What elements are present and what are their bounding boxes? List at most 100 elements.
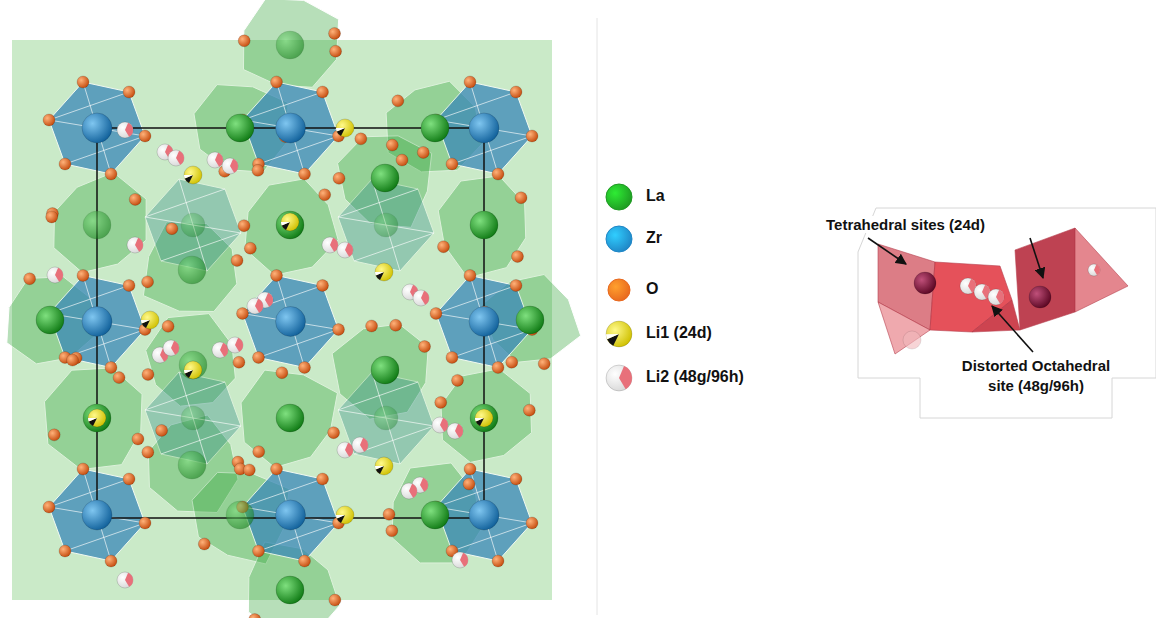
atom-body bbox=[88, 409, 106, 427]
li2-atom bbox=[606, 365, 632, 391]
atom-body bbox=[960, 278, 976, 294]
o-atom bbox=[464, 76, 476, 88]
callout-label: Tetrahedral sites (24d) bbox=[826, 215, 985, 235]
li2-atom bbox=[247, 298, 263, 314]
zr-octahedron bbox=[145, 372, 241, 464]
atom-body bbox=[127, 237, 143, 253]
o-atom bbox=[244, 242, 256, 254]
o-atom bbox=[526, 517, 538, 529]
zr-octahedron bbox=[338, 179, 434, 271]
li1-atom bbox=[375, 263, 393, 281]
site-inset bbox=[858, 208, 1156, 418]
li1-atom bbox=[184, 166, 202, 184]
la-atom bbox=[36, 306, 64, 334]
o-atom bbox=[139, 130, 151, 142]
o-atom bbox=[333, 324, 345, 336]
zr-atom bbox=[469, 113, 499, 143]
atom-body bbox=[606, 321, 632, 347]
o-atom bbox=[492, 168, 504, 180]
o-atom bbox=[430, 308, 442, 320]
atom-body bbox=[452, 552, 468, 568]
atom-body bbox=[475, 409, 493, 427]
o-atom bbox=[299, 362, 311, 374]
atom-body bbox=[207, 152, 223, 168]
li1-atom bbox=[914, 272, 936, 294]
callout-label: Distorted Octahedral site (48g/96h) bbox=[950, 356, 1122, 397]
la-atom bbox=[181, 406, 205, 430]
o-atom bbox=[142, 368, 154, 380]
o-atom bbox=[299, 555, 311, 567]
occupancy-wedge bbox=[375, 466, 384, 470]
o-atom bbox=[253, 352, 265, 364]
li2-atom bbox=[207, 152, 223, 168]
o-atom bbox=[43, 501, 55, 513]
bond-line bbox=[338, 189, 418, 217]
atom-body bbox=[184, 361, 202, 379]
o-atom bbox=[166, 223, 178, 235]
la-atom bbox=[374, 406, 398, 430]
la-polyhedron bbox=[438, 176, 525, 278]
o-atom bbox=[330, 45, 342, 57]
bond-line bbox=[277, 82, 305, 174]
o-atom bbox=[105, 168, 117, 180]
o-atom bbox=[452, 374, 464, 386]
la-atom bbox=[178, 451, 206, 479]
la-atom bbox=[470, 404, 498, 432]
atom-body bbox=[352, 437, 368, 453]
o-atom bbox=[317, 280, 329, 292]
occupancy-wedge bbox=[421, 291, 429, 305]
legend-swatch bbox=[604, 224, 634, 254]
bond-line bbox=[277, 469, 305, 561]
la-atom bbox=[371, 164, 399, 192]
atom-body bbox=[432, 417, 448, 433]
occupancy-wedge bbox=[88, 418, 97, 422]
occupancy-wedge bbox=[235, 338, 243, 352]
inset-frame bbox=[858, 208, 1156, 418]
li1-atom bbox=[336, 506, 354, 524]
o-atom bbox=[366, 320, 378, 332]
o-atom bbox=[506, 356, 518, 368]
label-text: Distorted Octahedral site (48g/96h) bbox=[962, 357, 1110, 394]
o-atom bbox=[132, 433, 144, 445]
li2-atom bbox=[352, 437, 368, 453]
o-atom bbox=[123, 280, 135, 292]
li1-atom bbox=[141, 311, 159, 329]
occupancy-wedge bbox=[606, 334, 619, 339]
zr-atom bbox=[276, 500, 306, 530]
o-atom bbox=[492, 555, 504, 567]
la-polyhedron bbox=[44, 368, 142, 470]
o-atom bbox=[252, 164, 264, 176]
li2-atom bbox=[988, 289, 1004, 305]
atom-body bbox=[606, 365, 632, 391]
zr-atom bbox=[82, 307, 112, 337]
occupancy-wedge bbox=[185, 370, 193, 378]
occupancy-wedge bbox=[142, 320, 150, 328]
atom-body bbox=[117, 122, 133, 138]
o-atom bbox=[271, 76, 283, 88]
legend-swatch-dot bbox=[608, 279, 630, 301]
atom-body bbox=[988, 289, 1004, 305]
o-atom bbox=[446, 158, 458, 170]
occupancy-wedge bbox=[409, 484, 417, 498]
zr-atom bbox=[82, 500, 112, 530]
bond-line bbox=[145, 382, 225, 410]
occupancy-wedge bbox=[1094, 264, 1100, 275]
la-atom bbox=[516, 306, 544, 334]
o-atom bbox=[329, 27, 341, 39]
o-atom bbox=[515, 192, 527, 204]
o-atom bbox=[162, 320, 174, 332]
atom-body bbox=[184, 166, 202, 184]
occupancy-wedge bbox=[176, 151, 184, 165]
o-atom bbox=[271, 270, 283, 282]
atom-body bbox=[336, 119, 354, 137]
atom-body bbox=[247, 298, 263, 314]
atom-body bbox=[1088, 264, 1100, 276]
occupancy-wedge bbox=[376, 272, 384, 280]
bond-line bbox=[354, 426, 434, 454]
atom-body bbox=[401, 483, 417, 499]
la-atom bbox=[276, 576, 304, 604]
atom-body bbox=[212, 342, 228, 358]
la-polyhedron bbox=[54, 172, 146, 272]
o-atom bbox=[271, 463, 283, 475]
o-atom bbox=[276, 367, 288, 379]
